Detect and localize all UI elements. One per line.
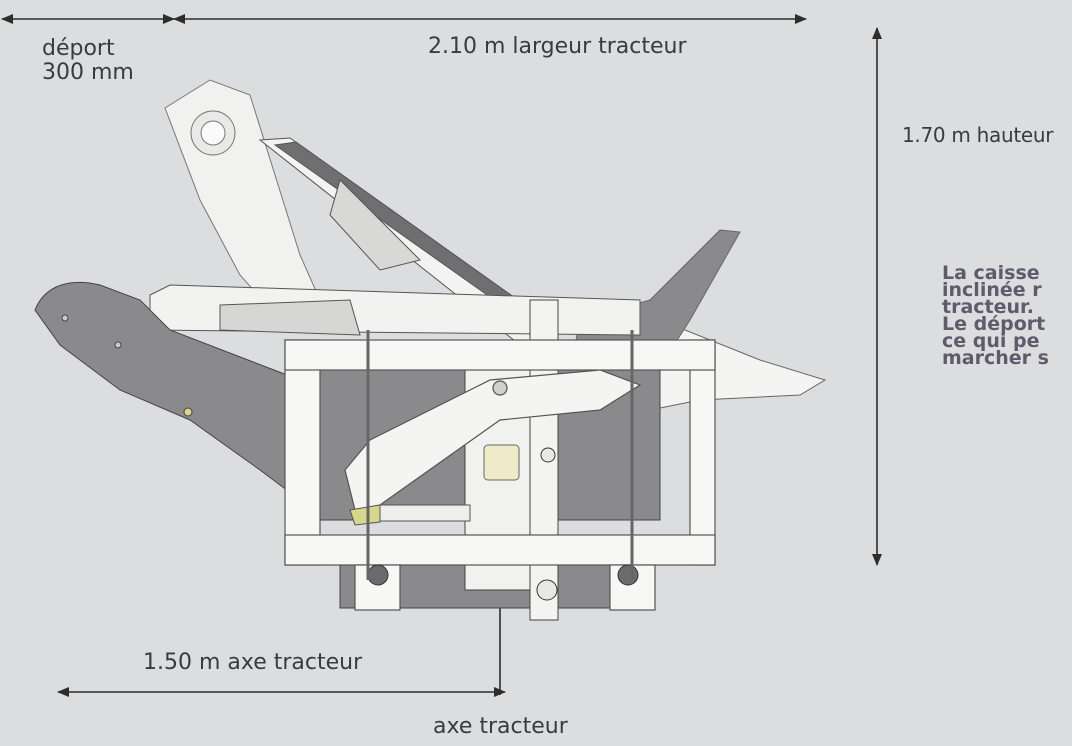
description-line: inclinée r — [942, 279, 1042, 301]
description-line: La caisse — [942, 265, 1040, 284]
axis-distance-label: 1.50 m axe tracteur — [143, 650, 363, 675]
height-label: 1.70 m hauteur — [902, 123, 1054, 147]
tractor-axis-label: axe tracteur — [433, 714, 568, 739]
offset-value: 300 mm — [42, 60, 134, 85]
upper-frame — [149, 284, 641, 336]
control-box — [483, 444, 520, 481]
raised-center-boom — [258, 137, 562, 346]
hydraulic-cylinder — [349, 504, 471, 526]
tractor-width-label: 2.10 m largeur tracteur — [428, 34, 687, 59]
description-line: ce qui pe — [942, 330, 1040, 352]
description-line: tracteur. — [942, 296, 1034, 318]
tractor-frame — [284, 339, 716, 611]
description-text: La caisse inclinée r tracteur. Le déport… — [942, 265, 1072, 367]
offset-label: déport — [42, 36, 115, 61]
description-line: marcher s — [942, 347, 1049, 368]
description-line: Le déport — [942, 313, 1046, 335]
raised-left-boom — [164, 79, 321, 321]
vertical-rods — [366, 330, 634, 580]
